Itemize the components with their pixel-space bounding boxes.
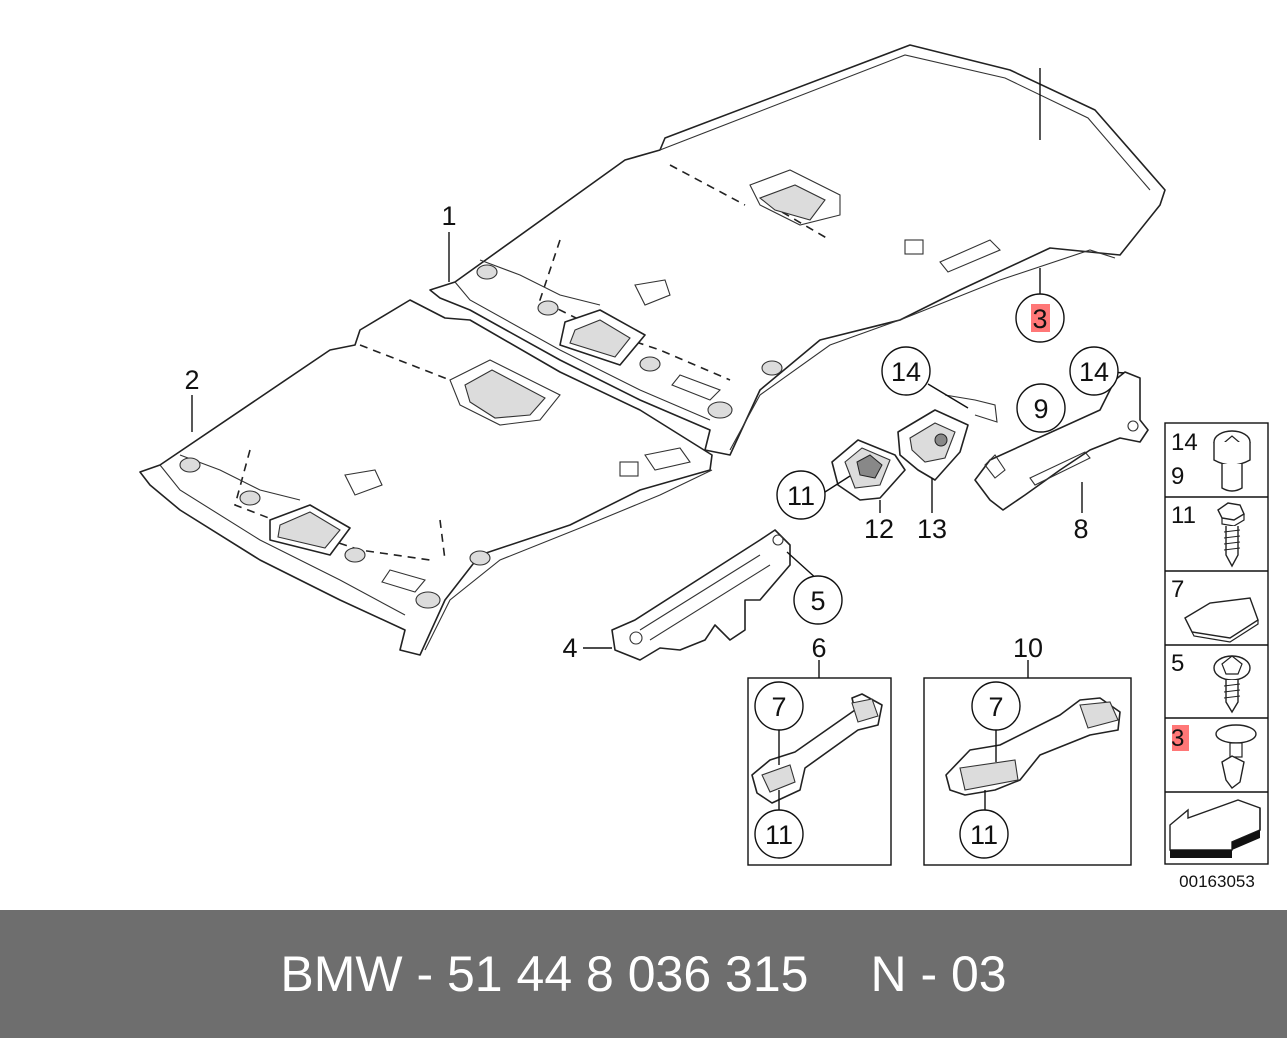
legend-label-14: 14 (1171, 429, 1198, 456)
label-13: 13 (917, 514, 947, 544)
leader-lines (191, 232, 1125, 812)
legend-label-11: 11 (1171, 502, 1196, 529)
part-number-footer: BMW - 51 44 8 036 315 N - 03 (0, 910, 1287, 1038)
part-number-text: BMW - 51 44 8 036 315 (280, 946, 809, 1002)
label-2: 2 (184, 365, 199, 395)
bracket-4-drawing (583, 529, 791, 661)
legend-label-9: 9 (1171, 463, 1184, 490)
label-14b: 14 (1079, 357, 1109, 387)
label-circles (754, 293, 1119, 859)
diagram-code-text: N - 03 (870, 946, 1007, 1002)
label-10: 10 (1013, 633, 1043, 663)
headliner-2-drawing (139, 299, 713, 656)
part-labels: 1 2 3 4 5 6 7 7 8 9 10 11 11 11 12 13 14… (184, 201, 1109, 850)
push-clip-icon (1215, 724, 1257, 789)
headliner-1-drawing (429, 44, 1166, 456)
label-6: 6 (811, 633, 826, 663)
clip-12-drawing (831, 439, 906, 513)
detail-box-10 (923, 660, 1132, 866)
label-7b: 7 (988, 692, 1003, 722)
diagram-number: 00163053 (1179, 872, 1255, 891)
label-1: 1 (441, 201, 456, 231)
legend-label-3: 3 (1171, 725, 1184, 752)
label-3: 3 (1032, 304, 1047, 334)
label-4: 4 (562, 633, 577, 663)
fastener-legend: 14 9 11 7 5 3 (1164, 422, 1269, 865)
label-12: 12 (864, 514, 894, 544)
label-7a: 7 (771, 692, 786, 722)
direction-arrow-icon (1169, 799, 1261, 858)
label-11a: 11 (787, 481, 815, 511)
label-14a: 14 (891, 357, 921, 387)
legend-label-7: 7 (1171, 576, 1184, 603)
hex-screw-icon (1217, 502, 1245, 568)
headliner-exploded-diagram: 1 2 3 4 5 6 7 7 8 9 10 11 11 11 12 13 14… (139, 44, 1269, 891)
clip-13-drawing (897, 394, 998, 513)
legend-label-5: 5 (1171, 650, 1184, 677)
label-9: 9 (1033, 394, 1048, 424)
bracket-8-drawing (974, 371, 1149, 513)
adhesive-pad-icon (1184, 597, 1259, 643)
torx-bolt-icon (1213, 430, 1251, 492)
label-8: 8 (1073, 514, 1088, 544)
label-5: 5 (810, 586, 825, 616)
flange-screw-icon (1213, 655, 1251, 714)
label-11b: 11 (765, 820, 793, 850)
label-11c: 11 (970, 820, 998, 850)
